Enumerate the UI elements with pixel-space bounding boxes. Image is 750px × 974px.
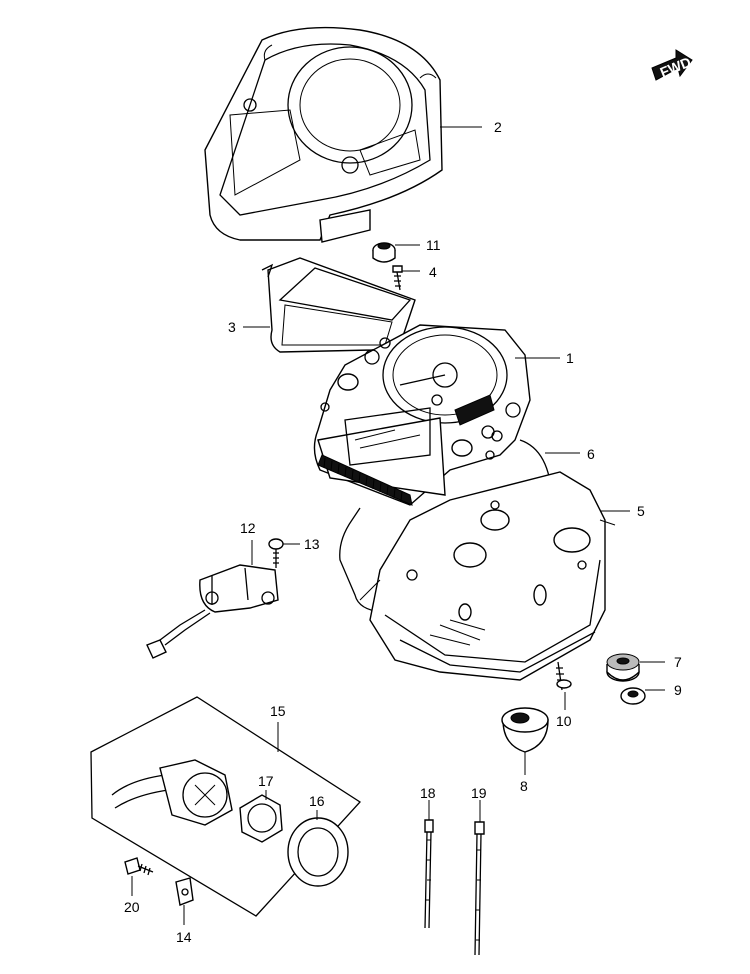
callout-10[interactable]: 10 xyxy=(556,713,572,729)
callout-15[interactable]: 15 xyxy=(270,703,286,719)
sensor-part-12 xyxy=(146,564,279,659)
callout-12[interactable]: 12 xyxy=(240,520,256,536)
callout-1[interactable]: 1 xyxy=(566,350,574,366)
bolt-part-20 xyxy=(124,857,154,876)
callout-11[interactable]: 11 xyxy=(426,237,441,253)
cable-socket-part xyxy=(111,759,233,826)
callout-17[interactable]: 17 xyxy=(258,773,274,789)
grommet-part-11 xyxy=(372,242,396,263)
bolt-part-13 xyxy=(268,538,284,568)
callout-19[interactable]: 19 xyxy=(471,785,487,801)
callout-8[interactable]: 8 xyxy=(520,778,528,794)
callout-13[interactable]: 13 xyxy=(304,536,320,552)
grommet-part-8 xyxy=(501,707,549,753)
ring-part-16 xyxy=(287,817,349,887)
cable-tie-part-18 xyxy=(424,819,434,929)
collar-part-9 xyxy=(620,687,646,705)
screw-part-10 xyxy=(556,661,572,691)
callout-6[interactable]: 6 xyxy=(587,446,595,462)
callout-4[interactable]: 4 xyxy=(429,264,437,280)
callout-7[interactable]: 7 xyxy=(674,654,682,670)
grommet-part-7 xyxy=(606,653,640,682)
meter-assembly-part-1 xyxy=(313,324,531,506)
screw-part-4 xyxy=(392,265,403,291)
fwd-label: FWD xyxy=(658,54,694,81)
callout-labels: 1 2 3 4 5 6 7 8 9 10 11 12 13 14 15 16 1… xyxy=(124,119,682,945)
callout-16[interactable]: 16 xyxy=(309,793,325,809)
leader-lines xyxy=(131,126,665,925)
callout-2[interactable]: 2 xyxy=(494,119,502,135)
cable-tie-part-19 xyxy=(474,821,485,956)
callout-18[interactable]: 18 xyxy=(420,785,436,801)
callout-3[interactable]: 3 xyxy=(228,319,236,335)
clip-part-14 xyxy=(175,877,194,906)
fwd-arrow-icon: FWD xyxy=(651,49,694,81)
callout-20[interactable]: 20 xyxy=(124,899,140,915)
callout-14[interactable]: 14 xyxy=(176,929,192,945)
meter-cover-part-2 xyxy=(204,26,443,243)
lens-part-3 xyxy=(261,257,416,353)
callout-5[interactable]: 5 xyxy=(637,503,645,519)
lower-case-part-5 xyxy=(359,471,616,681)
socket-part-17 xyxy=(239,794,283,843)
callout-9[interactable]: 9 xyxy=(674,682,682,698)
